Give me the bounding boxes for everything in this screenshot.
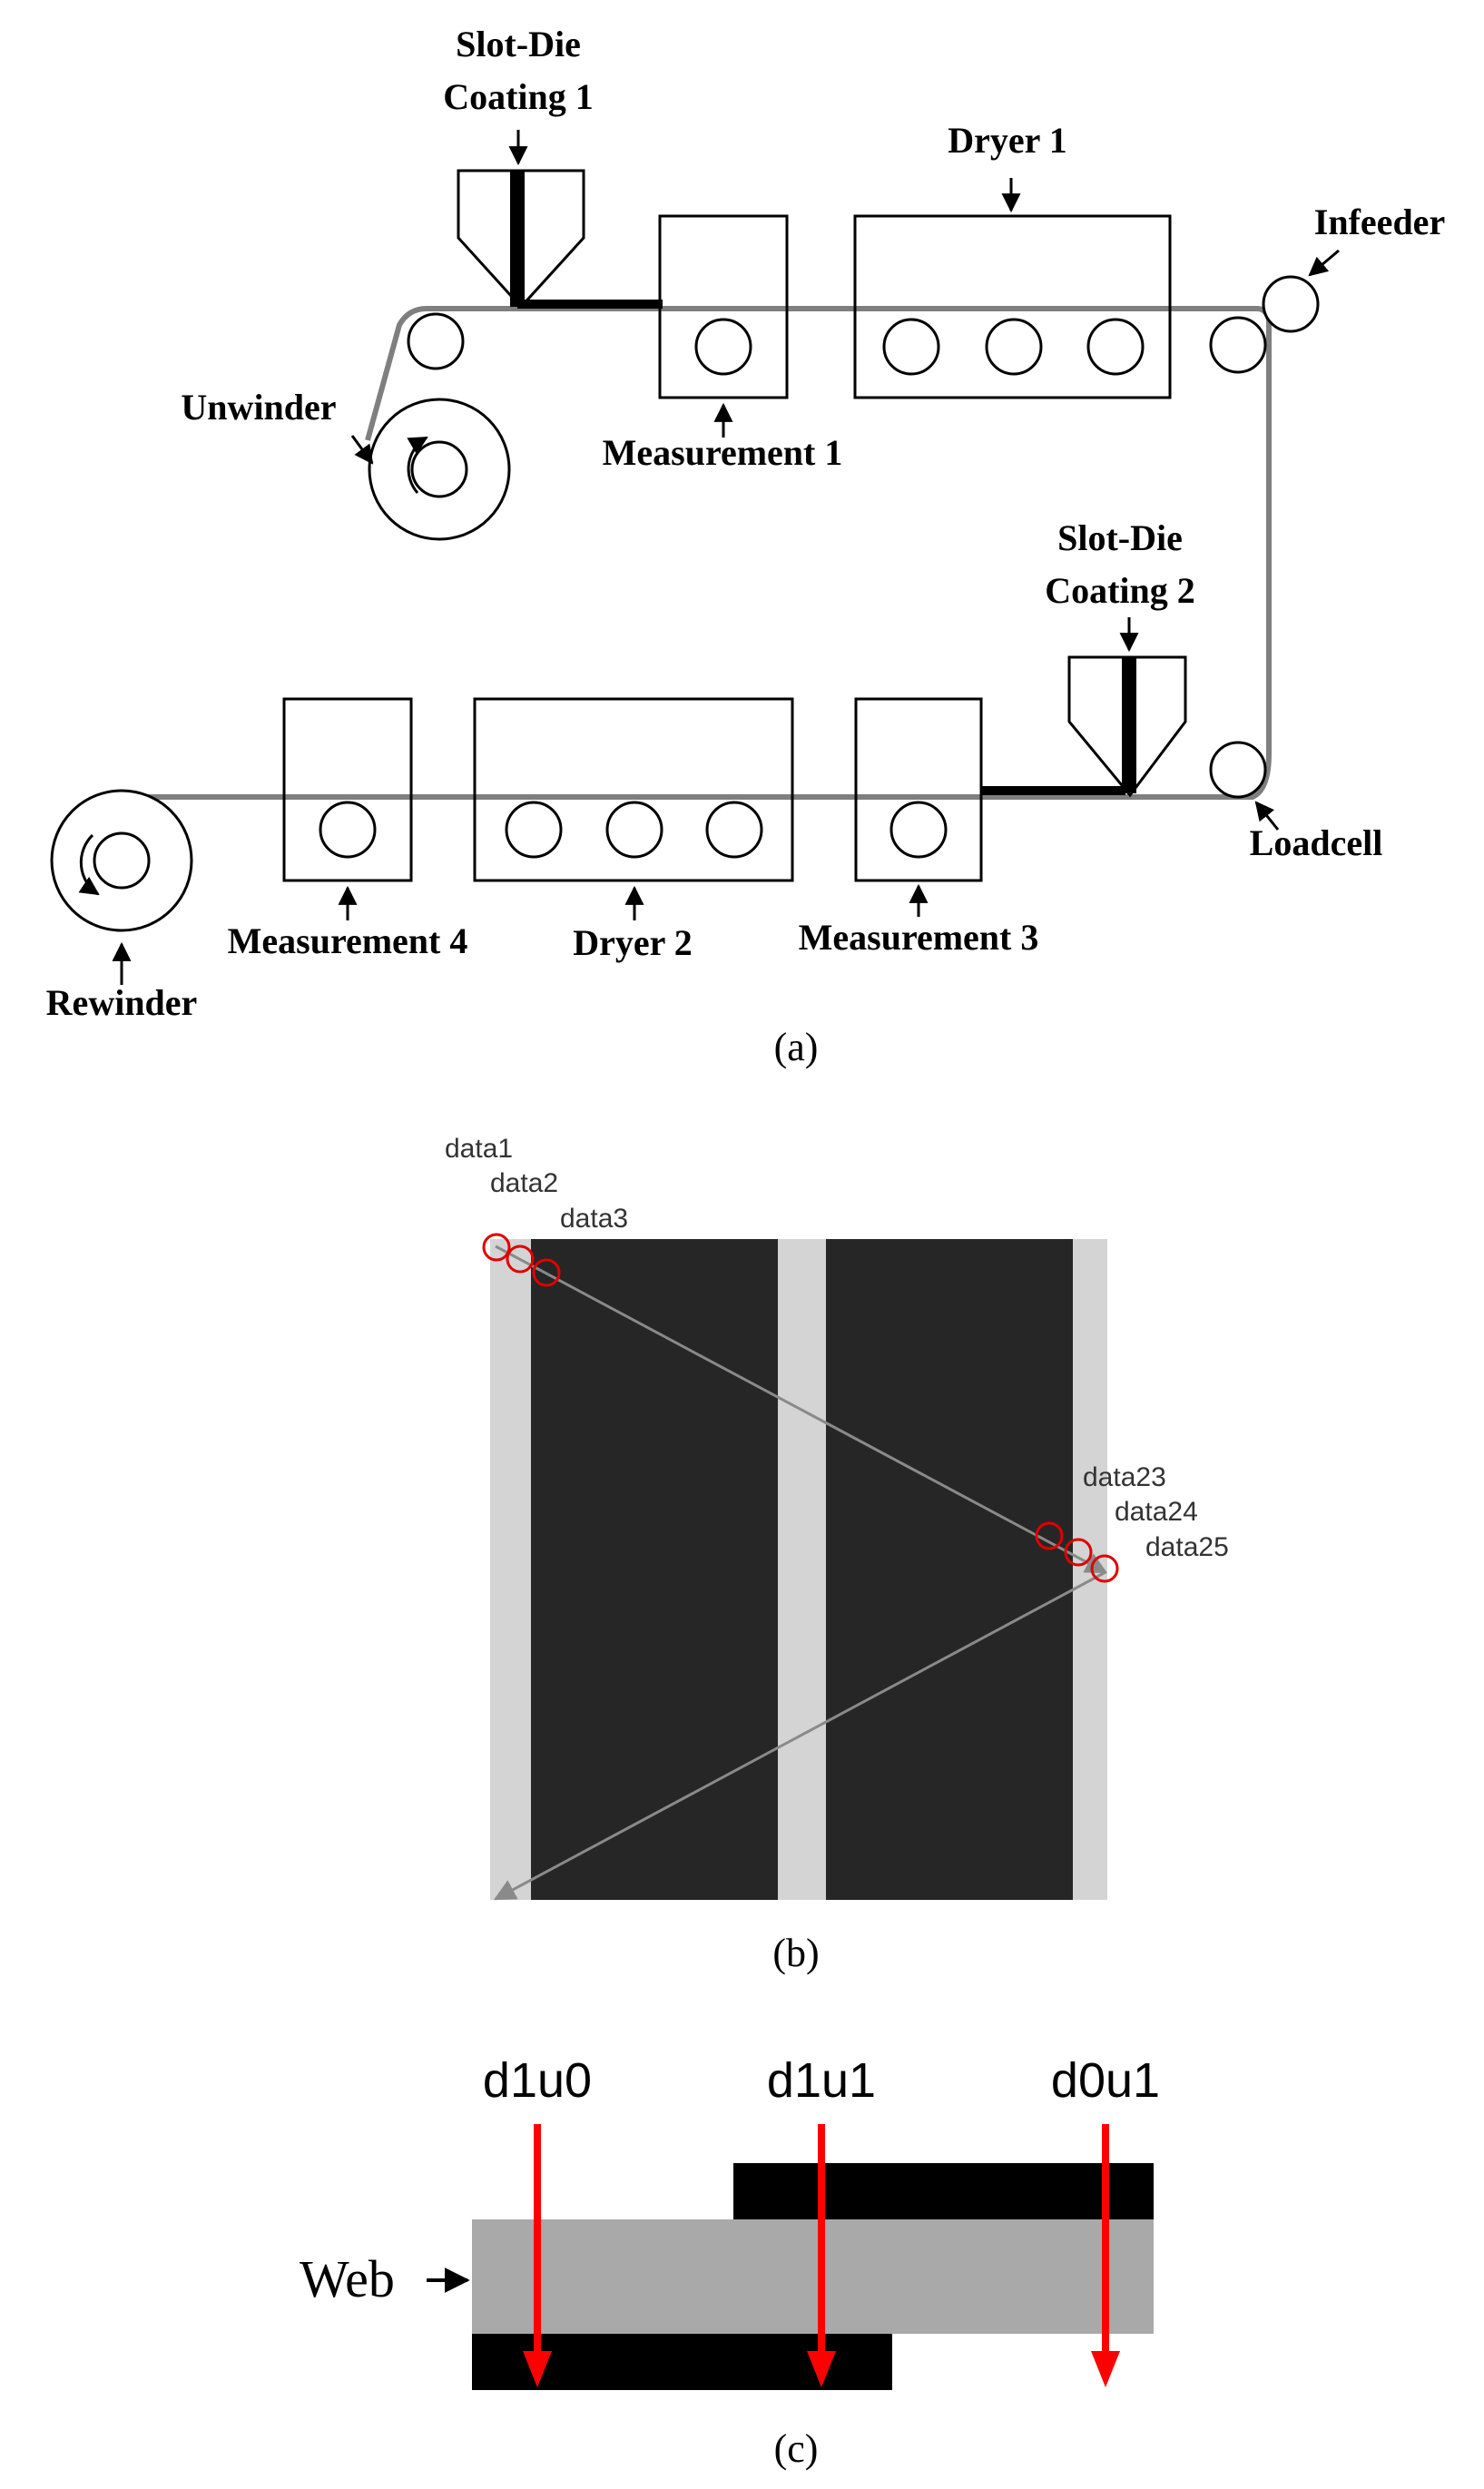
label-unwinder: Unwinder [181, 387, 336, 428]
measurement-1-box [658, 214, 789, 399]
label-data1: data1 [445, 1134, 513, 1164]
label-dryer-2: Dryer 2 [573, 922, 692, 963]
label-d0u1: d0u1 [1051, 2053, 1160, 2108]
slot-die-coater-1 [457, 169, 663, 310]
arrow-d0u1 [1091, 2124, 1120, 2387]
caption-a: (a) [774, 1025, 819, 1069]
dryer-2-box [473, 697, 794, 882]
marker-data25 [1090, 1554, 1119, 1583]
dryer-2-roller-2 [605, 801, 663, 859]
label-rewinder: Rewinder [46, 982, 198, 1023]
label-web: Web [300, 2249, 395, 2308]
label-loadcell: Loadcell [1250, 822, 1383, 863]
label-slot-die-1-line1: Slot-Die [456, 24, 581, 64]
scan-path-return [493, 1570, 1106, 1901]
dryer-1-roller-1 [882, 318, 940, 376]
label-infeeder: Infeeder [1314, 202, 1445, 242]
label-data24: data24 [1115, 1497, 1198, 1527]
arrow-unwinder [350, 435, 374, 465]
label-slot-die-2-line2: Coating 2 [1045, 570, 1195, 611]
label-d1u1: d1u1 [767, 2053, 876, 2108]
caption-c: (c) [774, 2426, 819, 2471]
label-dryer-1: Dryer 1 [948, 120, 1066, 161]
label-measurement-4: Measurement 4 [228, 920, 468, 961]
panel-c: d1u0 d1u1 d0u1 Web (c) [300, 2053, 1160, 2471]
label-measurement-3: Measurement 3 [799, 917, 1039, 958]
label-slot-die-2-line1: Slot-Die [1057, 517, 1183, 558]
dryer-1-box [853, 214, 1172, 399]
dryer-1-roller-2 [985, 318, 1043, 376]
unwinder-reel [368, 398, 511, 541]
measurement-3-roller [889, 801, 948, 859]
upper-coating-layer [733, 2163, 1154, 2219]
coating-stripe-left [531, 1239, 778, 1900]
arrow-loadcell [1254, 801, 1280, 831]
measurement-3-box [854, 697, 983, 882]
measurement-1-roller [694, 318, 752, 376]
web-substrate [472, 2219, 1154, 2334]
loadcell-roller [1209, 741, 1267, 799]
marker-data2 [506, 1244, 535, 1274]
coating-stripe-right [826, 1239, 1073, 1900]
label-d1u0: d1u0 [483, 2053, 592, 2108]
caption-b: (b) [772, 1931, 819, 1975]
label-slot-die-1-line2: Coating 1 [443, 76, 594, 117]
rewinder-reel [50, 789, 193, 932]
label-data2: data2 [490, 1168, 558, 1198]
guide-roller-1 [407, 312, 465, 370]
label-data23: data23 [1083, 1462, 1166, 1492]
marker-data24 [1064, 1538, 1093, 1567]
arrow-infeeder [1308, 249, 1340, 277]
marker-data3 [532, 1258, 561, 1287]
label-data3: data3 [560, 1204, 628, 1234]
label-measurement-1: Measurement 1 [603, 432, 843, 473]
dryer-1-roller-3 [1086, 318, 1145, 376]
measurement-4-roller [319, 801, 377, 859]
web-path-lower [99, 794, 1221, 802]
measurement-4-box [282, 697, 413, 882]
scan-path-forward [495, 1244, 1108, 1574]
marker-data23 [1035, 1521, 1064, 1550]
panel-a: Slot-Die Coating 1 Dryer 1 Infeeder Unwi… [46, 24, 1446, 1069]
label-data25: data25 [1145, 1532, 1229, 1562]
infeeder-roller [1262, 275, 1320, 333]
slot-die-coater-2 [980, 655, 1187, 798]
panel-b: data1 data2 data3 data23 data24 data25 (… [445, 1134, 1229, 1975]
dryer-2-roller-3 [705, 801, 763, 859]
arrow-d1u0 [523, 2124, 552, 2387]
dryer-2-roller-1 [505, 801, 563, 859]
marker-data1 [482, 1233, 511, 1262]
arrow-d1u1 [807, 2124, 836, 2387]
guide-roller-2 [1209, 316, 1267, 374]
